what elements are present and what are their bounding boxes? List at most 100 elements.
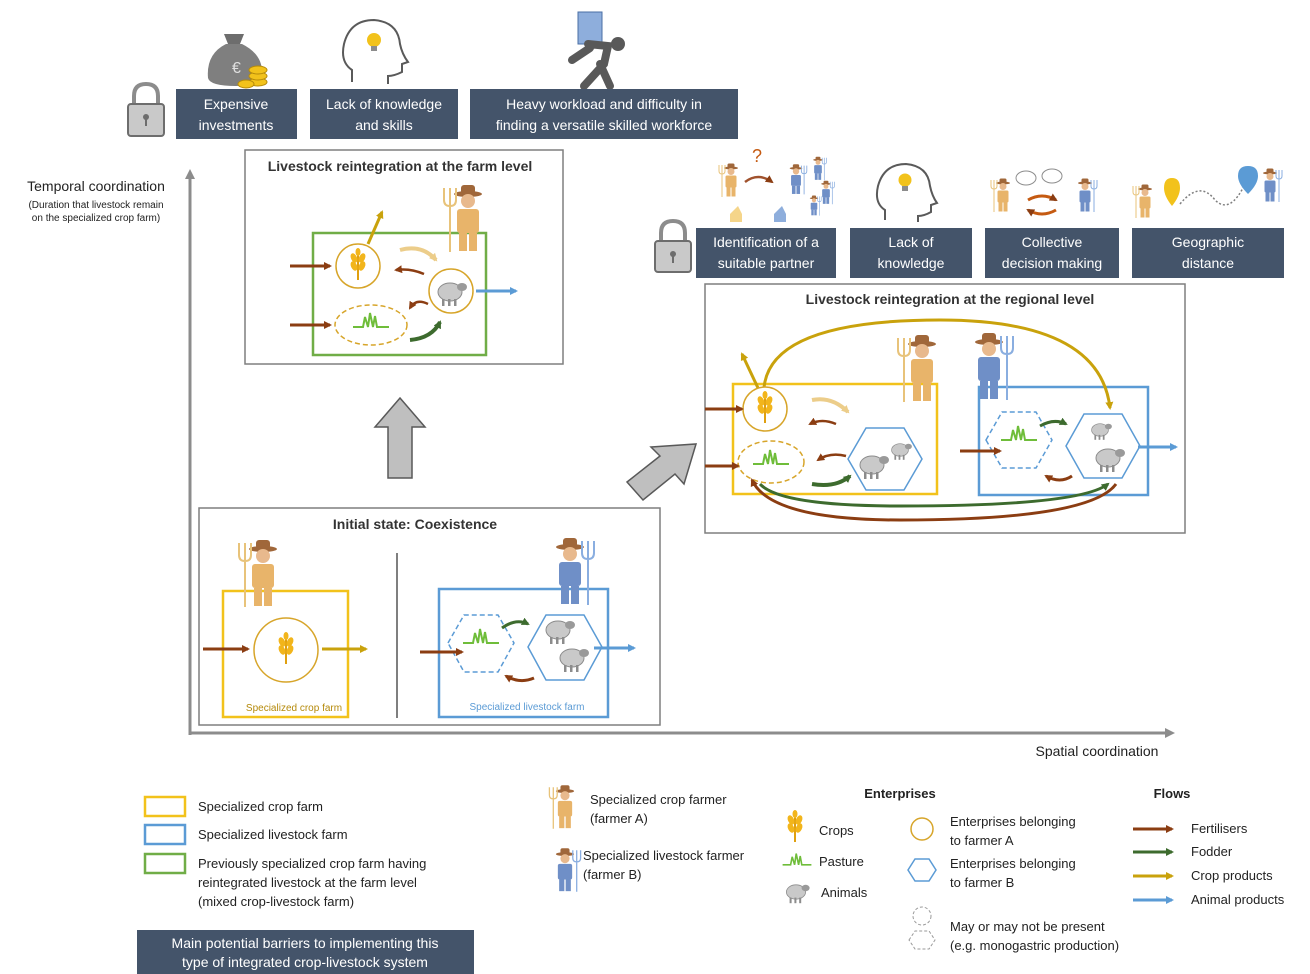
legend-dashed-hexagon <box>908 930 936 950</box>
regional-barrier-2-line2: knowledge <box>878 255 945 271</box>
fodder-flow <box>758 482 1110 508</box>
legend-crop-farm: Specialized crop farm <box>198 799 323 814</box>
regional-barrier-3-line2: decision making <box>1002 255 1102 271</box>
regional-barrier-4: Geographic distance <box>1132 228 1284 278</box>
legend-ent-b-2: to farmer B <box>950 875 1014 890</box>
farm-barrier-2: Lack of knowledge and skills <box>310 89 458 139</box>
money-bag-icon: € <box>207 34 268 89</box>
crop-farm-box <box>731 382 939 496</box>
regional-barrier-1-line1: Identification of a <box>713 234 819 250</box>
farm-barrier-2-line1: Lack of knowledge <box>326 96 442 112</box>
farmer-b-icon <box>555 537 595 606</box>
farm-barrier-3: Heavy workload and difficulty in finding… <box>470 89 738 139</box>
fodder-flow <box>1039 417 1068 428</box>
crop-product-flow <box>366 210 384 245</box>
regional-barrier-1: Identification of a suitable partner <box>696 228 836 278</box>
farmer-b-icon <box>555 847 582 893</box>
crop-farm-box <box>221 589 350 719</box>
legend-farmer-b-1: Specialized livestock farmer <box>583 848 745 863</box>
farmer-a-icon <box>443 184 483 253</box>
legend-swatch-crop-farm <box>143 795 187 818</box>
farm-barrier-3-line2: finding a versatile skilled workforce <box>496 117 713 133</box>
crop-farm-label: Specialized crop farm <box>246 703 342 714</box>
pasture-enterprise <box>985 411 1053 469</box>
regional-barrier-3-line1: Collective <box>1022 234 1083 250</box>
legend-mixed-farm-2: reintegrated livestock at the farm level <box>198 875 417 890</box>
fertiliser-flow <box>1044 474 1073 483</box>
fertiliser-flow <box>808 417 837 426</box>
livestock-farm-label: Specialized livestock farm <box>469 702 584 713</box>
legend-fertilisers: Fertilisers <box>1191 821 1248 836</box>
regional-barrier-3: Collective decision making <box>985 228 1119 278</box>
legend-ent-b-1: Enterprises belonging <box>950 856 1076 871</box>
regional-barrier-4-line2: distance <box>1182 255 1234 271</box>
farm-barrier-1-line2: investments <box>199 117 274 133</box>
legend-barrier-box <box>137 930 474 974</box>
farmer-b-icon <box>974 332 1014 401</box>
farmers-discussion-icon <box>990 168 1098 217</box>
legend-hexagon-shape <box>907 858 937 882</box>
regional-barrier-2-line1: Lack of <box>888 234 933 250</box>
crop-product-flow <box>399 246 438 262</box>
x-axis-label: Spatial coordination <box>1036 743 1159 759</box>
head-lightbulb-icon <box>875 162 939 222</box>
mixed-farm-box <box>311 231 488 357</box>
legend-farmer-b-2: (farmer B) <box>583 867 642 882</box>
legend-barrier-line1: Main potential barriers to implementing … <box>172 935 439 951</box>
fertiliser-flow <box>504 674 535 683</box>
worker-carrying-icon <box>568 11 625 90</box>
initial-state-title: Initial state: Coexistence <box>333 516 497 532</box>
fertiliser-flow <box>408 300 429 310</box>
pasture-enterprise <box>447 614 515 673</box>
fodder-flow <box>409 320 442 342</box>
fertiliser-flow <box>750 478 1118 522</box>
regional-barrier-1-line2: suitable partner <box>718 255 815 271</box>
pasture-icon <box>781 852 813 866</box>
legend-animal-products: Animal products <box>1191 892 1285 907</box>
regional-level-title: Livestock reintegration at the regional … <box>806 291 1095 307</box>
regional-barrier-2: Lack of knowledge <box>850 228 972 278</box>
crop-product-flow <box>762 318 1114 410</box>
legend-flows-title: Flows <box>1154 786 1191 801</box>
farm-level-title: Livestock reintegration at the farm leve… <box>268 158 533 174</box>
legend-crop-products: Crop products <box>1191 868 1273 883</box>
legend-enterprises-title: Enterprises <box>864 786 936 801</box>
transition-up-arrow <box>373 396 427 479</box>
fertiliser-flow <box>816 453 847 462</box>
legend-pasture: Pasture <box>819 854 864 869</box>
initial-state-panel: Initial state: Coexistence Specialized c… <box>198 507 661 726</box>
farmers-search-icon: ? <box>718 146 835 222</box>
wheat-icon <box>785 809 805 843</box>
legend-ent-a-1: Enterprises belonging <box>950 814 1076 829</box>
padlock-icon <box>127 81 165 137</box>
legend-farmer-a-1: Specialized crop farmer <box>590 792 727 807</box>
legend-animals: Animals <box>821 885 868 900</box>
legend-optional-1: May or may not be present <box>950 919 1105 934</box>
legend-livestock-farm: Specialized livestock farm <box>198 827 348 842</box>
svg-text:?: ? <box>752 146 762 166</box>
legend-optional-2: (e.g. monogastric production) <box>950 938 1119 953</box>
regional-level-panel: Livestock reintegration at the regional … <box>704 283 1186 534</box>
farmer-a-icon <box>897 334 937 403</box>
farm-barrier-2-line2: and skills <box>355 117 413 133</box>
legend-mixed-farm-1: Previously specialized crop farm having <box>198 856 426 871</box>
transition-diagonal-arrow <box>625 443 698 502</box>
legend-swatch-livestock-farm <box>143 823 187 846</box>
legend-fodder: Fodder <box>1191 844 1233 859</box>
farm-barrier-3-line1: Heavy workload and difficulty in <box>506 96 702 112</box>
farm-level-panel: Livestock reintegration at the farm leve… <box>244 149 564 365</box>
y-axis-sublabel-1: (Duration that livestock remain <box>28 200 163 211</box>
crop-product-flow <box>740 352 760 389</box>
livestock-farm-box <box>977 385 1150 497</box>
legend-dashed-circle <box>912 906 932 926</box>
fodder-flow <box>811 474 852 487</box>
legend-crops: Crops <box>819 823 854 838</box>
sheep-icon <box>786 884 811 904</box>
legend: Specialized crop farm Specialized livest… <box>137 784 1285 974</box>
farmer-a-icon <box>548 784 575 830</box>
head-lightbulb-icon <box>342 18 410 84</box>
crop-product-flow <box>811 397 850 414</box>
svg-text:€: € <box>232 60 241 77</box>
legend-barrier-line2: type of integrated crop-livestock system <box>182 954 428 970</box>
pasture-enterprise <box>737 440 805 484</box>
